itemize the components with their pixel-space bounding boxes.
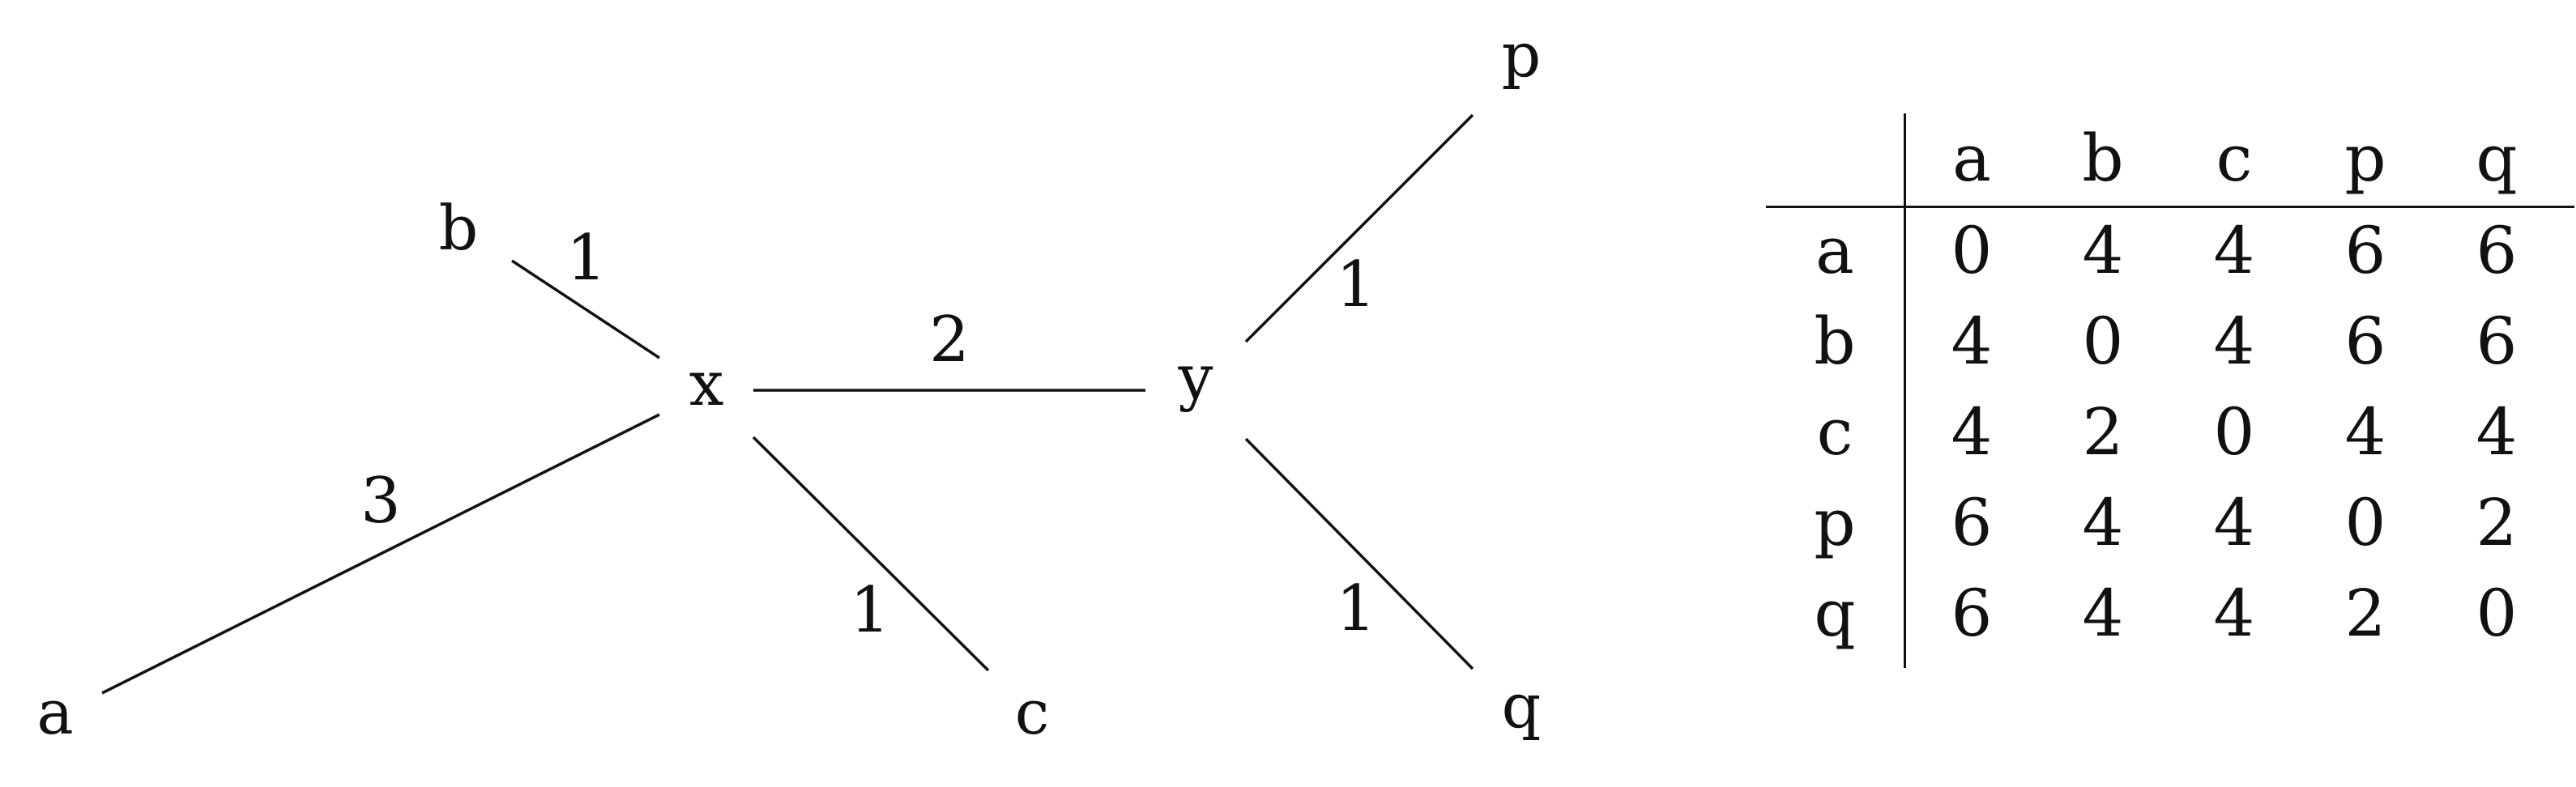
- column-header-q: q: [2476, 121, 2518, 196]
- row-header-b: b: [1814, 304, 1856, 379]
- matrix-cell: 0: [1951, 213, 1993, 288]
- node-q: q: [1502, 670, 1542, 742]
- edge-weight-x-c: 1: [850, 574, 890, 647]
- node-p: p: [1502, 19, 1542, 91]
- matrix-cell: 6: [1951, 576, 1993, 651]
- node-y: y: [1178, 341, 1213, 413]
- row-header-p: p: [1814, 485, 1856, 560]
- edge-y-p: [1244, 113, 1474, 343]
- matrix-cell: 0: [2344, 485, 2386, 560]
- matrix-cell: 6: [2344, 304, 2386, 379]
- matrix-cell: 6: [1951, 485, 1993, 560]
- matrix-cell: 6: [2476, 213, 2518, 288]
- node-a: a: [36, 676, 73, 748]
- matrix-cell: 4: [2082, 576, 2124, 651]
- node-c: c: [1015, 676, 1050, 748]
- edge-weight-x-y: 2: [929, 304, 970, 376]
- distance-matrix: a b c p q a 0 4 4 6 6 b 4 0 4 6 6 c 4 2 …: [1766, 113, 2576, 672]
- phylogenetic-tree: 3 1 1 2 1 1 a b c x y p q: [36, 19, 1542, 748]
- edge-x-a: [101, 413, 660, 695]
- edge-y-q: [1244, 437, 1474, 670]
- edge-x-b: [511, 259, 660, 359]
- matrix-cell: 4: [2344, 394, 2386, 470]
- row-header-q: q: [1814, 576, 1856, 651]
- matrix-horizontal-rule: [1766, 206, 2574, 208]
- matrix-cell: 0: [2213, 394, 2255, 470]
- column-header-a: a: [1952, 121, 1991, 196]
- edge-weight-x-b: 1: [566, 222, 607, 295]
- column-header-b: b: [2082, 121, 2124, 196]
- matrix-cell: 4: [2213, 213, 2255, 288]
- matrix-cell: 4: [2213, 576, 2255, 651]
- row-header-c: c: [1816, 394, 1853, 470]
- matrix-cell: 4: [2082, 213, 2124, 288]
- edge-weight-y-q: 1: [1336, 572, 1376, 645]
- matrix-cell: 4: [1951, 394, 1993, 470]
- matrix-cell: 2: [2344, 576, 2386, 651]
- edge-weight-x-a: 3: [360, 465, 401, 538]
- matrix-vertical-rule: [1904, 113, 1906, 668]
- matrix-cell: 2: [2476, 485, 2518, 560]
- matrix-cell: 2: [2082, 394, 2124, 470]
- matrix-cell: 6: [2476, 304, 2518, 379]
- edge-x-c: [752, 436, 990, 672]
- edge-weight-y-p: 1: [1336, 249, 1376, 321]
- matrix-cell: 4: [2213, 304, 2255, 379]
- matrix-cell: 4: [2476, 394, 2518, 470]
- matrix-cell: 0: [2476, 576, 2518, 651]
- node-x: x: [689, 347, 724, 419]
- matrix-cell: 4: [1951, 304, 1993, 379]
- row-header-a: a: [1815, 213, 1854, 288]
- matrix-cell: 6: [2344, 213, 2386, 288]
- column-header-c: c: [2216, 121, 2253, 196]
- column-header-p: p: [2344, 121, 2386, 196]
- matrix-cell: 4: [2213, 485, 2255, 560]
- node-b: b: [439, 192, 479, 264]
- matrix-cell: 0: [2082, 304, 2124, 379]
- matrix-cell: 4: [2082, 485, 2124, 560]
